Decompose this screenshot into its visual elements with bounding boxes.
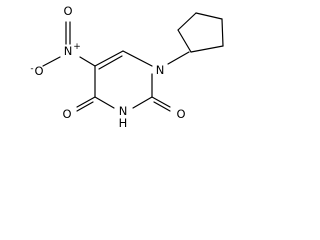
atom-label-nitro-o-left: O xyxy=(34,64,43,78)
bond-cp4-cp5 xyxy=(221,18,224,47)
cyclopentyl-ring xyxy=(177,12,224,53)
atom-label-ring-n1: N xyxy=(156,63,165,77)
bond-c4-o xyxy=(76,96,96,108)
bond-cp1-cp2 xyxy=(177,29,192,53)
bond-c2-o xyxy=(151,96,171,108)
pyrimidine-ring xyxy=(94,50,190,109)
bond-n1-c6 xyxy=(122,50,153,67)
carbonyl-groups xyxy=(76,96,171,112)
atom-label-c4-o: O xyxy=(62,107,71,121)
atom-label-ring-n3-h: H xyxy=(119,116,128,130)
bond-cp5-cp1 xyxy=(190,45,224,53)
bond-n3-c2 xyxy=(132,96,153,109)
atom-label-c2-o: O xyxy=(176,107,185,121)
charge-label-nitro-o-left: - xyxy=(30,64,33,74)
atom-label-nitro-n: N xyxy=(64,44,73,58)
bond-n1-cyclopentyl xyxy=(167,51,190,65)
bond-c2-o-double xyxy=(153,101,171,112)
bond-nitro-n-o-left xyxy=(42,56,61,67)
charge-label-nitro-n: + xyxy=(73,42,81,52)
bond-c5-nitro-n xyxy=(79,56,96,67)
chemical-structure-diagram: N N H N + O O - O O xyxy=(30,4,224,130)
bond-c6-c5-double xyxy=(98,55,123,70)
bond-c6-c5 xyxy=(94,50,124,67)
bond-cp3-cp4 xyxy=(195,12,223,20)
nitro-group xyxy=(42,21,96,67)
bond-c4-n3 xyxy=(94,96,115,109)
bond-cp2-cp3 xyxy=(177,12,197,31)
bond-c4-o-double xyxy=(76,101,94,112)
atom-label-ring-n3: N xyxy=(119,104,128,118)
atom-label-nitro-o-top: O xyxy=(63,4,72,18)
